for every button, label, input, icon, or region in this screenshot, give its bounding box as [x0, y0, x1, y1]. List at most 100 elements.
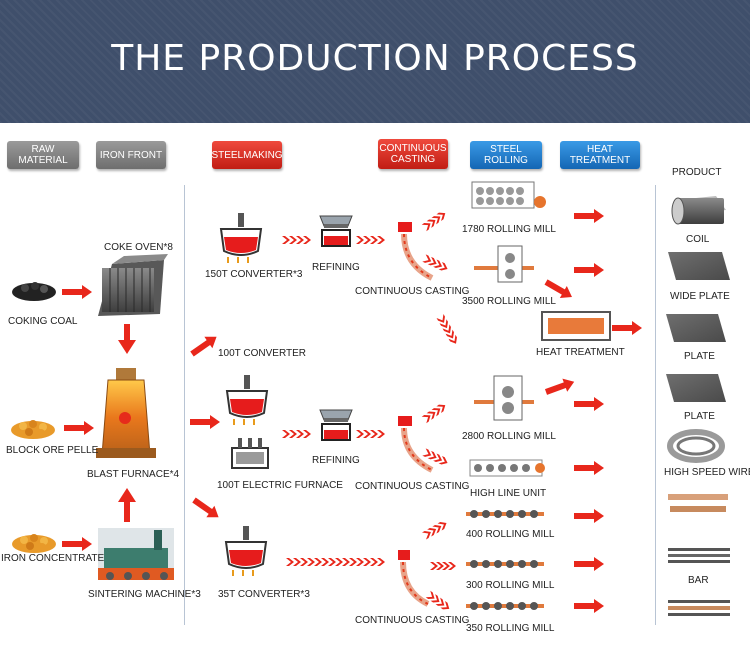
continuous-casting-1-icon	[398, 222, 434, 281]
arrow-furnace-35t	[189, 494, 223, 523]
label-mill-1780: 1780 ROLLING MILL	[462, 224, 556, 235]
converter-35t-icon	[225, 525, 267, 577]
label-mill-400: 400 ROLLING MILL	[466, 529, 555, 540]
arrow-2800-plate	[574, 397, 604, 411]
label-mill-300: 300 ROLLING MILL	[466, 580, 555, 591]
iron-concentrate-icon	[12, 534, 56, 553]
coke-oven-icon	[98, 254, 168, 316]
label-product-heading: PRODUCT	[672, 167, 722, 178]
blast-furnace-icon	[96, 368, 156, 458]
block-ore-icon	[11, 420, 55, 439]
bar-product-icon-2	[668, 548, 730, 563]
arrow-300-bar	[574, 557, 604, 571]
label-converter-150: 150T CONVERTER*3	[205, 269, 303, 280]
page-title: THE PRODUCTION PROCESS	[111, 38, 639, 79]
label-wide-plate: WIDE PLATE	[670, 291, 730, 302]
chevrons-refining-cc1	[356, 236, 385, 244]
stage-iron-front: IRON FRONT	[96, 141, 166, 169]
divider-iron-steel	[184, 185, 185, 625]
high-speed-wire-product-icon	[667, 429, 725, 463]
label-coke-oven: COKE OVEN*8	[104, 242, 173, 253]
label-mill-3500: 3500 ROLLING MILL	[462, 296, 556, 307]
label-plate-2: PLATE	[684, 411, 715, 422]
header-banner: THE PRODUCTION PROCESS	[0, 0, 750, 123]
label-converter-100: 100T CONVERTER	[218, 348, 306, 359]
label-heat-treatment: HEAT TREATMENT	[536, 347, 625, 358]
stage-steel-rolling: STEEL ROLLING	[470, 141, 542, 169]
arrow-cc3-300	[430, 562, 456, 570]
mill-300-icon	[466, 560, 544, 568]
arrow-oven-furnace	[124, 324, 130, 342]
label-refining-2: REFINING	[312, 455, 360, 466]
label-sintering: SINTERING MACHINE*3	[88, 589, 201, 600]
stage-heat-treatment: HEAT TREATMENT	[560, 141, 640, 169]
arrow-cc1-1780	[421, 209, 448, 232]
stage-continuous-casting: CONTINUOUS CASTING	[378, 139, 448, 169]
arrow-furnace-100t	[187, 331, 221, 360]
label-iron-concentrate: IRON CONCENTRATE	[1, 553, 105, 564]
label-mill-2800: 2800 ROLLING MILL	[462, 431, 556, 442]
label-cc-1: CONTINUOUS CASTING	[355, 286, 470, 297]
arrow-furnace-ef	[190, 415, 220, 429]
arrow-cc2-2800	[421, 401, 448, 424]
refining-1-icon	[319, 215, 353, 247]
arrow-cc1-down	[436, 314, 460, 346]
label-bar: BAR	[688, 575, 709, 586]
continuous-casting-2-icon	[398, 416, 434, 473]
heat-treatment-icon	[541, 311, 611, 341]
arrow-1780-coil	[574, 209, 604, 223]
arrow-3500-wideplate	[574, 263, 604, 277]
sintering-machine-icon	[98, 528, 174, 580]
arrow-cc3-350	[425, 590, 452, 613]
mill-2800-icon	[474, 375, 534, 421]
plate-2-product-icon	[666, 374, 726, 402]
chevrons-ef-refining	[282, 430, 311, 438]
label-electric-furnace: 100T ELECTRIC FURNACE	[217, 480, 343, 491]
arrow-coal-oven	[62, 285, 92, 299]
coking-coal-icon	[12, 282, 56, 301]
arrow-concentrate-sinter	[62, 537, 92, 551]
label-coil: COIL	[686, 234, 710, 245]
arrow-ore-furnace	[64, 421, 94, 435]
bar-product-icon-1	[668, 494, 728, 512]
chevrons-150t-refining	[282, 236, 311, 244]
arrow-highline-wire	[574, 461, 604, 475]
label-blast-furnace: BLAST FURNACE*4	[87, 469, 180, 480]
chevrons-refining-cc2	[356, 430, 385, 438]
divider-product	[655, 185, 656, 625]
mill-1780-icon	[471, 181, 547, 209]
arrow-2800-up	[543, 375, 577, 399]
label-converter-35: 35T CONVERTER*3	[218, 589, 310, 600]
label-mill-350: 350 ROLLING MILL	[466, 623, 555, 634]
arrow-heat-plate	[612, 321, 642, 335]
high-line-unit-icon	[469, 459, 545, 477]
label-cc-2: CONTINUOUS CASTING	[355, 481, 470, 492]
label-refining-1: REFINING	[312, 262, 360, 273]
label-block-ore: BLOCK ORE PELLE	[6, 445, 99, 456]
converter-150t-icon	[220, 212, 262, 264]
arrow-sinter-furnace	[124, 500, 130, 522]
label-high-line: HIGH LINE UNIT	[470, 488, 547, 499]
label-high-speed-wire: HIGH SPEED WIRE	[664, 467, 750, 478]
mill-350-icon	[466, 602, 544, 610]
converter-100t-icon	[226, 374, 268, 426]
stage-steelmaking: STEELMAKING	[211, 141, 283, 169]
continuous-casting-3-icon	[398, 550, 430, 607]
mill-400-icon	[466, 510, 544, 518]
arrow-350-bar	[574, 599, 604, 613]
chevrons-35t-cc3	[286, 558, 385, 566]
refining-2-icon	[319, 409, 353, 441]
arrow-400-bar	[574, 509, 604, 523]
label-coking-coal: COKING COAL	[8, 316, 78, 327]
stage-raw-material: RAW MATERIAL	[7, 141, 79, 169]
wide-plate-product-icon	[668, 252, 730, 280]
mill-3500-icon	[474, 245, 534, 283]
arrow-cc3-400	[422, 519, 449, 540]
label-plate-1: PLATE	[684, 351, 715, 362]
coil-product-icon	[671, 196, 726, 225]
plate-1-product-icon	[666, 314, 726, 342]
label-cc-3: CONTINUOUS CASTING	[355, 615, 470, 626]
bar-product-icon-3	[668, 600, 730, 616]
arrow-cc1-3500	[422, 254, 450, 273]
